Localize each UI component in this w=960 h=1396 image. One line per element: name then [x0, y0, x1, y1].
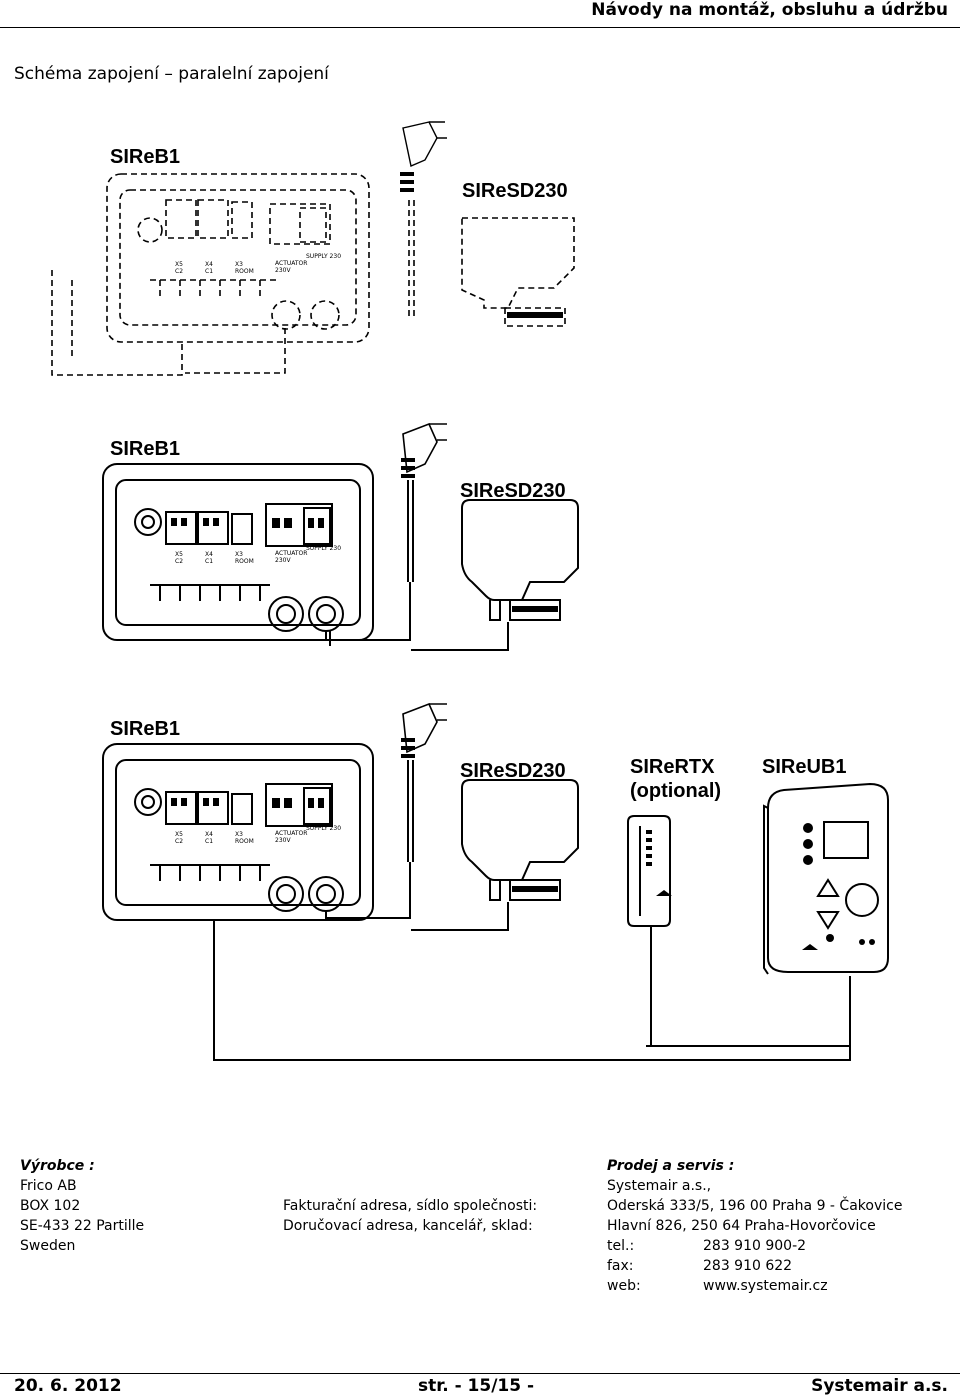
controller-housing: [102, 743, 374, 921]
svg-text:SUPPLY 230: SUPPLY 230: [306, 545, 341, 552]
svg-text:SUPPLY 230: SUPPLY 230: [306, 825, 341, 832]
seller-address-billing: Oderská 333/5, 196 00 Praha 9 - Čakovice: [607, 1198, 903, 1214]
panel-label: SIReUB1: [762, 756, 847, 778]
panel-housing: [767, 782, 889, 973]
manufacturer-line: Frico AB: [20, 1178, 77, 1194]
manufacturer-line: BOX 102: [20, 1198, 81, 1214]
svg-text:X5: X5: [175, 551, 183, 558]
svg-text:C1: C1: [205, 558, 213, 565]
footer-divider: [0, 1373, 960, 1374]
svg-text:X4: X4: [205, 831, 213, 838]
fax-value: 283 910 622: [703, 1258, 793, 1274]
svg-text:C2: C2: [175, 838, 183, 845]
seller-company: Systemair a.s.,: [607, 1178, 712, 1194]
actuator-housing: [461, 217, 575, 309]
svg-text:C1: C1: [205, 268, 213, 275]
svg-text:X3: X3: [235, 831, 243, 838]
svg-text:X4: X4: [205, 551, 213, 558]
section-title: Schéma zapojení – paralelní zapojení: [14, 64, 329, 84]
sensor-housing: [627, 815, 671, 927]
billing-address-label: Fakturační adresa, sídlo společnosti:: [283, 1198, 538, 1214]
svg-text:230V: 230V: [275, 267, 291, 274]
svg-text:X3: X3: [235, 261, 243, 268]
diagram1-actuator-label: SIReSD230: [462, 180, 568, 202]
actuator-housing: [461, 499, 579, 601]
footer-company: Systemair a.s.: [811, 1376, 948, 1396]
svg-text:230V: 230V: [275, 837, 291, 844]
svg-text:ACTUATOR: ACTUATOR: [275, 830, 307, 837]
svg-text:X5: X5: [175, 261, 183, 268]
delivery-address-label: Doručovací adresa, kancelář, sklad:: [283, 1218, 533, 1234]
web-link[interactable]: www.systemair.cz: [703, 1278, 828, 1294]
svg-text:C2: C2: [175, 268, 183, 275]
svg-text:X3: X3: [235, 551, 243, 558]
diagram3-controller-label: SIReB1: [110, 718, 181, 740]
document-header-title: Návody na montáž, obsluhu a údržbu: [591, 0, 948, 20]
svg-text:230V: 230V: [275, 557, 291, 564]
tel-label: tel.:: [607, 1238, 635, 1254]
actuator-housing: [461, 779, 579, 881]
svg-text:ROOM: ROOM: [235, 268, 254, 275]
manufacturer-line: Sweden: [20, 1238, 76, 1254]
fax-label: fax:: [607, 1258, 634, 1274]
diagram2-controller-label: SIReB1: [110, 438, 181, 460]
tel-value: 283 910 900-2: [703, 1238, 807, 1254]
manufacturer-heading: Výrobce :: [20, 1158, 95, 1174]
footer-date: 20. 6. 2012: [14, 1376, 122, 1396]
svg-text:SUPPLY 230: SUPPLY 230: [306, 253, 341, 260]
svg-text:ACTUATOR: ACTUATOR: [275, 550, 307, 557]
diagram1-controller-label: SIReB1: [110, 146, 181, 168]
web-label: web:: [607, 1278, 641, 1294]
footer-page-number: str. - 15/15 -: [418, 1376, 535, 1396]
diagram3-actuator-label: SIReSD230: [460, 760, 566, 782]
svg-text:X4: X4: [205, 261, 213, 268]
seller-heading: Prodej a servis :: [607, 1158, 735, 1174]
svg-text:C1: C1: [205, 838, 213, 845]
svg-text:X5: X5: [175, 831, 183, 838]
svg-text:ACTUATOR: ACTUATOR: [275, 260, 307, 267]
controller-housing: [102, 463, 374, 641]
svg-text:C2: C2: [175, 558, 183, 565]
controller-housing: [106, 173, 370, 343]
svg-text:ROOM: ROOM: [235, 558, 254, 565]
sensor-label: SIReRTX: [630, 756, 715, 778]
svg-text:ROOM: ROOM: [235, 838, 254, 845]
seller-address-delivery: Hlavní 826, 250 64 Praha-Hovorčovice: [607, 1218, 876, 1234]
manufacturer-line: SE-433 22 Partille: [20, 1218, 145, 1234]
diagram2-actuator-label: SIReSD230: [460, 480, 566, 502]
sensor-optional-note: (optional): [630, 780, 722, 802]
header-divider: [0, 27, 960, 28]
